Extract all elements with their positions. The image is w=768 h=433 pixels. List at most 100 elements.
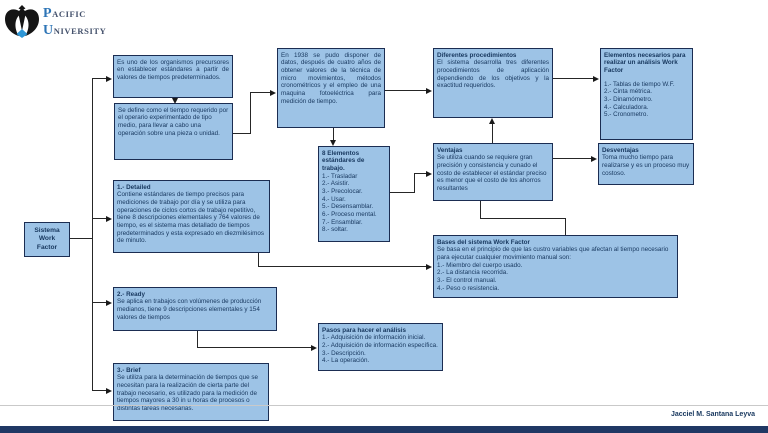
- arrowhead-ventajas: [426, 170, 432, 177]
- desventajas-text: Toma mucho tiempo para realizarse y es u…: [602, 154, 690, 177]
- pasos-item: 2.- Adquisición de información específic…: [322, 341, 438, 349]
- arrowhead-ochoelementos: [330, 140, 336, 146]
- brief-title: 3.- Brief: [117, 366, 141, 374]
- connector-en1938-diferentes: [385, 90, 427, 91]
- detailed-text: Contiene estándares de tiempo precisos p…: [117, 191, 265, 245]
- ready-title: 2.- Ready: [117, 290, 145, 298]
- footer-divider-line: [0, 405, 768, 406]
- connector-ventajas-bases-a: [480, 201, 481, 218]
- logo-line-university: UNIVERSITY: [43, 22, 106, 39]
- ocho-elementos-item: 7.- Ensamblar.: [322, 218, 363, 226]
- arrowhead-pasos: [311, 344, 317, 351]
- connector-sedefine-en1938-a: [233, 133, 250, 134]
- connector-ready-pasos-b: [197, 347, 312, 348]
- arrowhead-elementos: [593, 75, 599, 82]
- pasos-item: 4.- La operación.: [322, 357, 370, 365]
- arrowhead-esuno: [106, 75, 112, 82]
- node-pasos-analisis: Pasos para hacer el análisis 1.- Adquisi…: [318, 323, 443, 371]
- connector-ocho-ventajas-c: [414, 173, 427, 174]
- ready-text: Se aplica en trabajos con volúmenes de p…: [117, 298, 262, 321]
- root-line-2: Work: [38, 235, 56, 243]
- connector-detailed-bases-a: [258, 253, 259, 266]
- connector-ready-pasos-a: [197, 331, 198, 347]
- node-es-uno: Es uno de los organismos precursores en …: [113, 55, 233, 98]
- connector-trunk-vertical: [92, 78, 93, 390]
- diferentes-title: Diferentes procedimientos: [437, 51, 517, 59]
- ocho-elementos-item: 6.- Proceso mental.: [322, 210, 377, 218]
- connector-trunk-detailed: [92, 218, 107, 219]
- arrowhead-en1938: [270, 89, 276, 96]
- node-ready: 2.- Ready Se aplica en trabajos con volú…: [113, 287, 277, 331]
- node-se-define: Se define como el tiempo requerido por e…: [114, 103, 233, 160]
- arrowhead-diferentes-bottom: [489, 118, 495, 124]
- bases-title: Bases del sistema Work Factor: [437, 238, 530, 246]
- connector-ventajas-diferentes: [492, 124, 493, 143]
- desventajas-title: Desventajas: [602, 146, 639, 154]
- connector-trunk-ready: [92, 302, 107, 303]
- arrowhead-detailed: [106, 215, 112, 222]
- node-en-1938: En 1938 se pudo disponer de datos, despu…: [277, 48, 385, 128]
- ventajas-text: Se utiliza cuando se requiere gran preci…: [437, 154, 547, 192]
- connector-sistema-trunk: [70, 238, 92, 239]
- logo-rest-acific: ACIFIC: [52, 8, 86, 19]
- ventajas-title: Ventajas: [437, 146, 463, 154]
- es-uno-text: Es uno de los organismos precursores en …: [117, 58, 229, 81]
- connector-ventajas-bases-b: [480, 218, 566, 219]
- arrowhead-desventajas: [591, 155, 597, 162]
- se-define-text: Se define como el tiempo requerido por e…: [118, 106, 229, 137]
- elementos-item: 2.- Cinta métrica.: [604, 88, 652, 96]
- bases-item: 3.- El control manual.: [437, 276, 497, 284]
- elementos-item: 1.- Tablas de tiempo W.F.: [604, 80, 675, 88]
- bases-item: 2.- La distancia recorrida.: [437, 269, 509, 277]
- elementos-item: 4.- Calculadora.: [604, 103, 649, 111]
- brief-text: Se utiliza para la determinación de tiem…: [117, 374, 259, 412]
- connector-diferentes-elementos: [553, 78, 594, 79]
- arrowhead-sedefine: [172, 98, 178, 104]
- bases-text: Se basa en el principio de que las custr…: [437, 246, 669, 261]
- bases-item: 4.- Peso o resistencia.: [437, 284, 500, 292]
- node-diferentes-procedimientos: Diferentes procedimientos El sistema des…: [433, 48, 553, 118]
- node-ventajas: Ventajas Se utiliza cuando se requiere g…: [433, 143, 553, 201]
- connector-trunk-brief: [92, 390, 107, 391]
- node-bases-work-factor: Bases del sistema Work Factor Se basa en…: [433, 235, 678, 298]
- connector-ocho-ventajas-a: [390, 192, 415, 193]
- logo-cap-p: P: [43, 5, 53, 21]
- en-1938-text: En 1938 se pudo disponer de datos, despu…: [281, 51, 381, 105]
- connector-sedefine-en1938-c: [250, 92, 271, 93]
- node-brief: 3.- Brief Se utiliza para la determinaci…: [113, 363, 269, 421]
- node-elementos-necesarios: Elementos necesarios para realizar un an…: [600, 48, 693, 140]
- logo-cap-u: U: [43, 22, 54, 38]
- connector-en1938-ochoelementos: [333, 128, 334, 141]
- logo-rest-niversity: NIVERSITY: [53, 25, 107, 36]
- connector-ocho-ventajas-b: [414, 173, 415, 193]
- elementos-title: Elementos necesarios para realizar un an…: [604, 51, 686, 74]
- arrowhead-bases: [426, 263, 432, 270]
- university-logo: PACIFIC UNIVERSITY: [4, 3, 106, 40]
- root-line-1: Sistema: [34, 227, 60, 235]
- ocho-elementos-item: 2.- Asistir.: [322, 180, 350, 188]
- ocho-elementos-item: 4.- Usar.: [322, 195, 346, 203]
- detailed-title: 1.- Detailed: [117, 183, 151, 191]
- author-signature: Jacciel M. Santana Leyva: [670, 411, 755, 418]
- connector-detailed-bases-b: [258, 266, 427, 267]
- arrowhead-brief: [106, 387, 112, 394]
- node-8-elementos: 8 Elementos estándares de trabajo. 1.- T…: [318, 146, 390, 242]
- node-detailed: 1.- Detailed Contiene estándares de tiem…: [113, 180, 270, 253]
- elementos-item: 5.- Cronometro.: [604, 111, 649, 119]
- ocho-elementos-item: 5.- Desensamblar.: [322, 203, 374, 211]
- connector-trunk-esuno: [92, 78, 107, 79]
- arrowhead-diferentes: [426, 87, 432, 94]
- root-line-3: Factor: [36, 243, 58, 251]
- node-desventajas: Desventajas Toma mucho tiempo para reali…: [598, 143, 694, 185]
- footer-bar: [0, 426, 768, 433]
- arrowhead-ready: [106, 299, 112, 306]
- ocho-elementos-item: 3.- Precolocar.: [322, 187, 363, 195]
- logo-line-pacific: PACIFIC: [43, 5, 106, 22]
- connector-ventajas-desventajas: [553, 158, 592, 159]
- eagle-logo-icon: [5, 5, 39, 38]
- diferentes-text: El sistema desarrolla tres diferentes pr…: [437, 59, 549, 90]
- ocho-elementos-item: 8.- soltar.: [322, 226, 348, 234]
- pasos-title: Pasos para hacer el análisis: [322, 326, 407, 334]
- bases-item: 1.- Miembro del cuerpo usado.: [437, 261, 523, 269]
